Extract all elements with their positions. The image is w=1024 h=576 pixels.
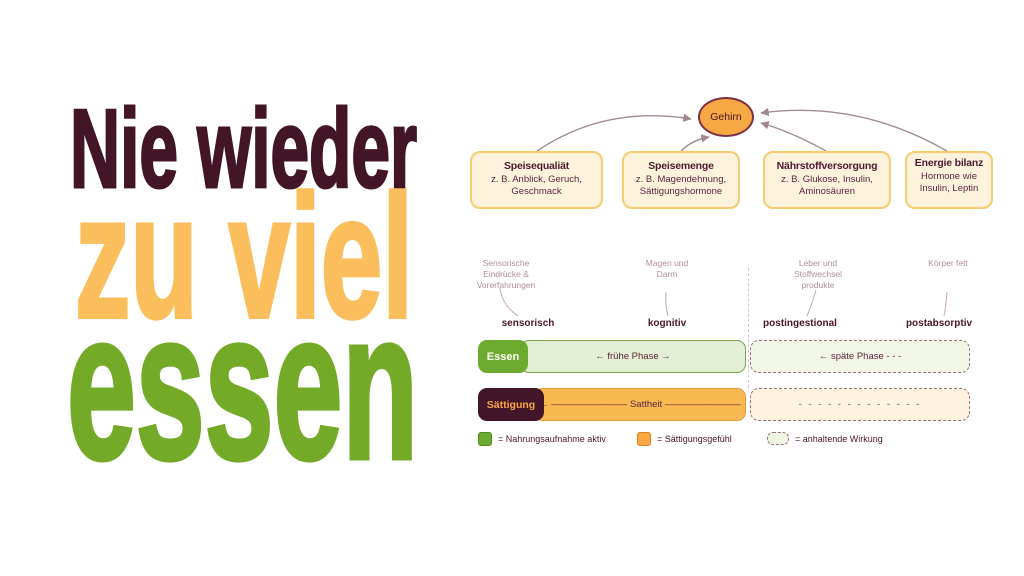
headline-line-1: Nie wieder: [70, 87, 417, 211]
row-label-text: Essen: [486, 350, 520, 363]
legend-label: = Sättigungsgefühl: [657, 434, 732, 444]
factor-box-detail: z. B. Magendehnung, Sättigungshormone: [635, 174, 727, 197]
factor-box-speisequalitaet: Speisequaliät z. B. Anblick, Geruch, Ges…: [470, 151, 603, 209]
source-label-leber-stoffwechsel: Leber und Stoffwechsel produkte: [793, 258, 843, 291]
bar-sattheit: ← ———————— Sattheit ————————: [534, 388, 746, 421]
phase-label-postabsorptiv: postabsorptiv: [905, 318, 973, 329]
legend-swatch-dashed: [767, 432, 789, 445]
legend-label: = Nahrungsaufnahme aktiv: [498, 434, 606, 444]
bar-text: ← frühe Phase →: [595, 351, 671, 362]
phase-divider-line: [748, 268, 749, 388]
bar-spaete-phase: ← späte Phase - - -: [750, 340, 970, 373]
legend-swatch-green: [478, 432, 492, 446]
row-label-saettigung: Sättigung: [478, 388, 544, 421]
source-label-sensorische: Sensorische Eindrücke & Vorerfahrungen: [476, 258, 536, 291]
legend-label: = anhaltende Wirkung: [795, 433, 883, 444]
factor-box-naehrstoffversorgung: Nährstoffversorgung z. B. Glukose, Insul…: [763, 151, 891, 209]
phase-label-postingestional: postingestional: [763, 318, 837, 329]
row-label-essen: Essen: [478, 340, 528, 373]
factor-box-title: Speisequaliät: [503, 160, 570, 172]
legend-item-nahrungsaufnahme: = Nahrungsaufnahme aktiv: [478, 432, 606, 446]
factor-box-detail: Hormone wie Insulin, Leptin: [919, 171, 979, 194]
phase-label-kognitiv: kognitiv: [647, 318, 687, 329]
factor-box-detail: z. B. Anblick, Geruch, Geschmack: [491, 174, 582, 197]
source-label-koerperfett: Körper fett: [928, 258, 968, 268]
factor-box-energiebilanz: Energie bilanz Hormone wie Insulin, Lept…: [905, 151, 993, 209]
legend-item-anhaltende-wirkung: = anhaltende Wirkung: [767, 432, 883, 445]
bar-text: - - - - - - - - - - - - -: [798, 399, 922, 410]
legend-item-saettigungsgefuehl: = Sättigungsgefühl: [637, 432, 732, 446]
factor-box-detail: z. B. Glukose, Insulin, Aminosäuren: [781, 174, 873, 197]
headline-line-3: essen: [67, 268, 418, 500]
brain-node-label: Gehirn: [710, 111, 742, 123]
bar-text: ← späte Phase - - -: [818, 351, 902, 362]
factor-box-title: Speisemenge: [648, 160, 714, 172]
phase-label-sensorisch: sensorisch: [501, 318, 555, 329]
headline-line-2: zu viel: [75, 160, 413, 355]
bar-anhaltend: - - - - - - - - - - - - -: [750, 388, 970, 421]
bar-text: ← ———————— Sattheit ————————: [539, 399, 741, 410]
bar-fruehe-phase: ← frühe Phase →: [520, 340, 746, 373]
brain-node: Gehirn: [698, 97, 754, 137]
factor-box-title: Energie bilanz: [914, 157, 984, 169]
legend-swatch-orange: [637, 432, 651, 446]
diagram-panel: Gehirn Speisequaliät z. B. Anblick, Geru…: [460, 80, 1024, 470]
headline: Nie wieder zu viel essen: [65, 86, 421, 501]
source-label-magen-darm: Magen und Darm: [645, 258, 689, 280]
factor-box-speisemenge: Speisemenge z. B. Magendehnung, Sättigun…: [622, 151, 740, 209]
row-label-text: Sättigung: [486, 398, 536, 411]
factor-box-title: Nährstoffversorgung: [776, 160, 878, 172]
